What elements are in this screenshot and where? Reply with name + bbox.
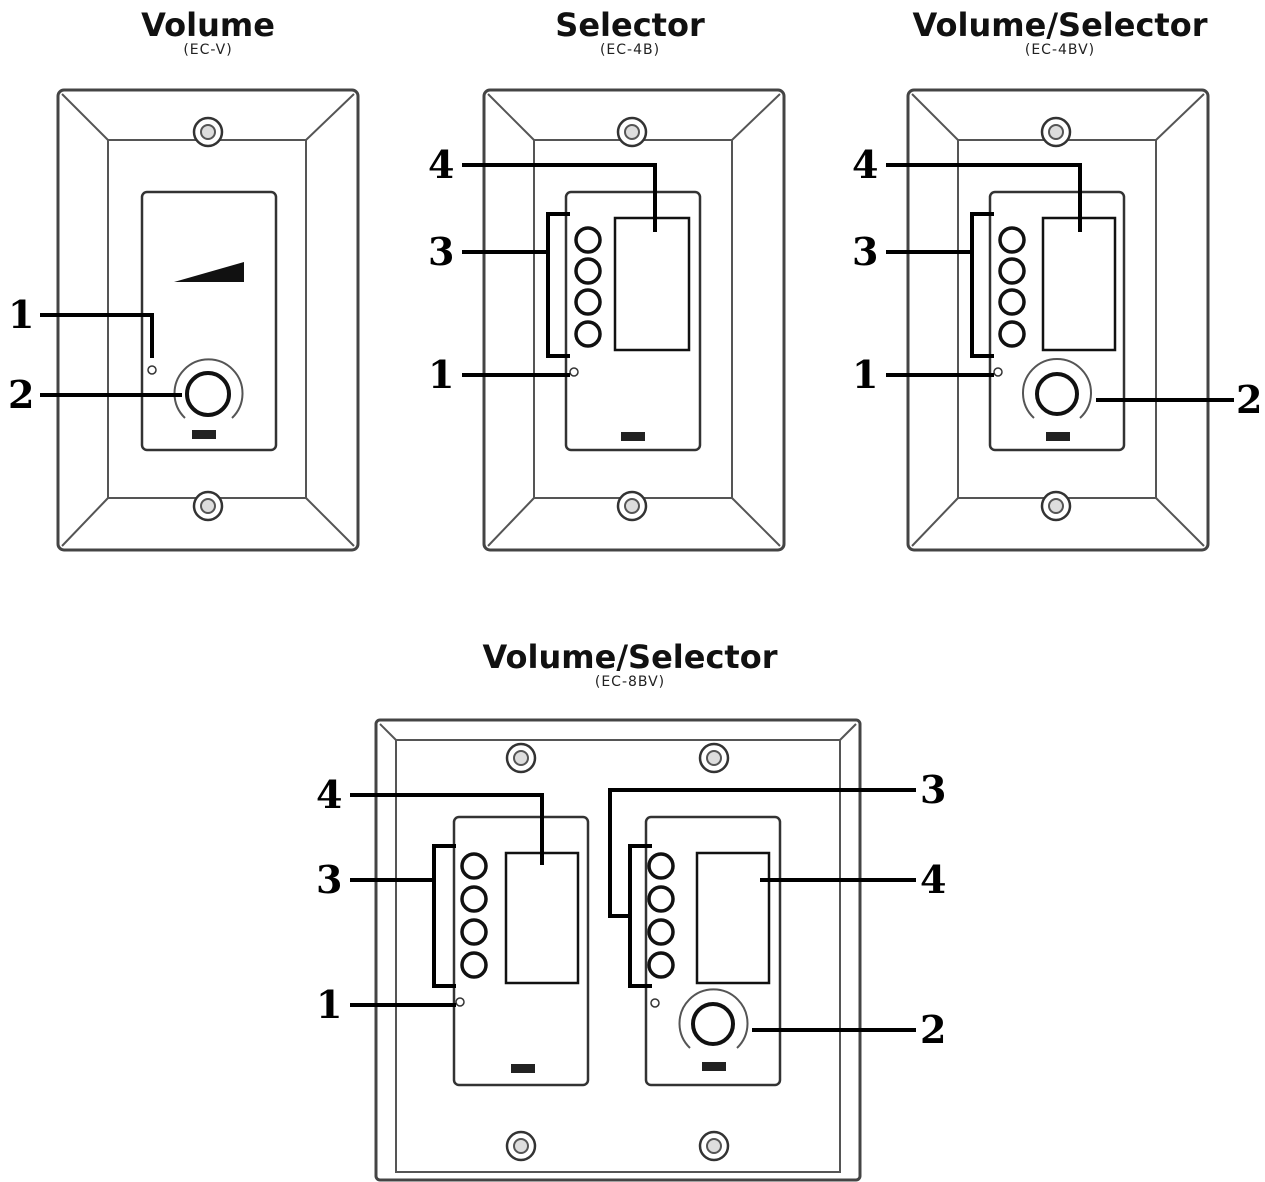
device-model: (EC-4B) [599,42,661,58]
callout-bracket [628,844,652,988]
device-title-ec-v: Volume (EC-V) [108,8,308,58]
selector-button[interactable] [647,918,675,946]
device-name: Volume/Selector [482,638,778,676]
callout-4: 4 [428,142,454,187]
led-indicator [455,997,465,1007]
callout-bracket [970,212,994,358]
volume-knob[interactable] [691,1002,735,1046]
brand-logo [511,1064,535,1073]
device-title-ec-8bv: Volume/Selector (EC-8BV) [470,640,790,690]
selector-button[interactable] [460,885,488,913]
label-display [1041,216,1117,352]
screw-icon [192,490,224,522]
brand-logo [192,430,216,439]
wallplate-ec-8bv: 4 3 1 3 4 2 [316,718,946,1182]
callout-1: 1 [8,292,34,337]
led-indicator [569,367,579,377]
volume-knob[interactable] [185,371,231,417]
selector-button[interactable] [998,257,1026,285]
label-display [504,851,580,985]
device-model: (EC-8BV) [594,674,666,690]
callout-3: 3 [428,229,454,274]
callout-bracket [432,844,456,988]
led-indicator [650,998,660,1008]
volume-knob[interactable] [1035,372,1079,416]
selector-button[interactable] [460,951,488,979]
callout-3: 3 [852,229,878,274]
selector-button[interactable] [647,951,675,979]
selector-button[interactable] [574,226,602,254]
screw-icon [698,742,730,774]
device-model: (EC-4BV) [1024,42,1096,58]
device-title-ec-4bv: Volume/Selector (EC-4BV) [900,8,1220,58]
knob-arc [1022,357,1092,419]
selector-button[interactable] [998,320,1026,348]
knob-arc [678,988,749,1049]
wallplate-ec-4b: 4 3 1 [428,88,786,552]
callout-3: 3 [920,767,946,812]
callout-3: 3 [316,857,342,902]
device-name: Volume/Selector [912,6,1208,44]
volume-ramp-icon [174,262,244,282]
callout-2: 2 [8,372,34,417]
device-title-ec-4b: Selector (EC-4B) [530,8,730,58]
wallplate-ec-4bv: 4 3 1 2 [852,88,1262,552]
screw-icon [616,490,648,522]
brand-logo [621,432,645,441]
selector-button[interactable] [647,885,675,913]
screw-icon [505,742,537,774]
callout-4: 4 [316,772,342,817]
screw-icon [698,1130,730,1162]
label-display [613,216,691,352]
device-model: (EC-V) [183,42,233,58]
selector-button[interactable] [574,288,602,316]
screw-icon [1040,490,1072,522]
screw-icon [616,116,648,148]
screw-icon [192,116,224,148]
screw-icon [505,1130,537,1162]
selector-button[interactable] [574,257,602,285]
callout-1: 1 [852,352,878,397]
wallplate-ec-v: 1 2 [8,88,360,552]
device-name: Selector [555,6,705,44]
callout-1: 1 [428,352,454,397]
callout-1: 1 [316,982,342,1027]
label-display [695,851,771,985]
screw-icon [1040,116,1072,148]
led-indicator [147,365,157,375]
callout-4: 4 [852,142,878,187]
callout-bracket [546,212,570,358]
led-indicator [993,367,1003,377]
knob-arc [173,358,244,419]
selector-button[interactable] [460,852,488,880]
callout-2: 2 [920,1007,946,1052]
brand-logo [1046,432,1070,441]
brand-logo [702,1062,726,1071]
callout-4: 4 [920,857,946,902]
selector-button[interactable] [998,288,1026,316]
device-name: Volume [141,6,275,44]
selector-button[interactable] [647,852,675,880]
callout-2: 2 [1236,377,1262,422]
selector-button[interactable] [574,320,602,348]
selector-button[interactable] [998,226,1026,254]
selector-button[interactable] [460,918,488,946]
